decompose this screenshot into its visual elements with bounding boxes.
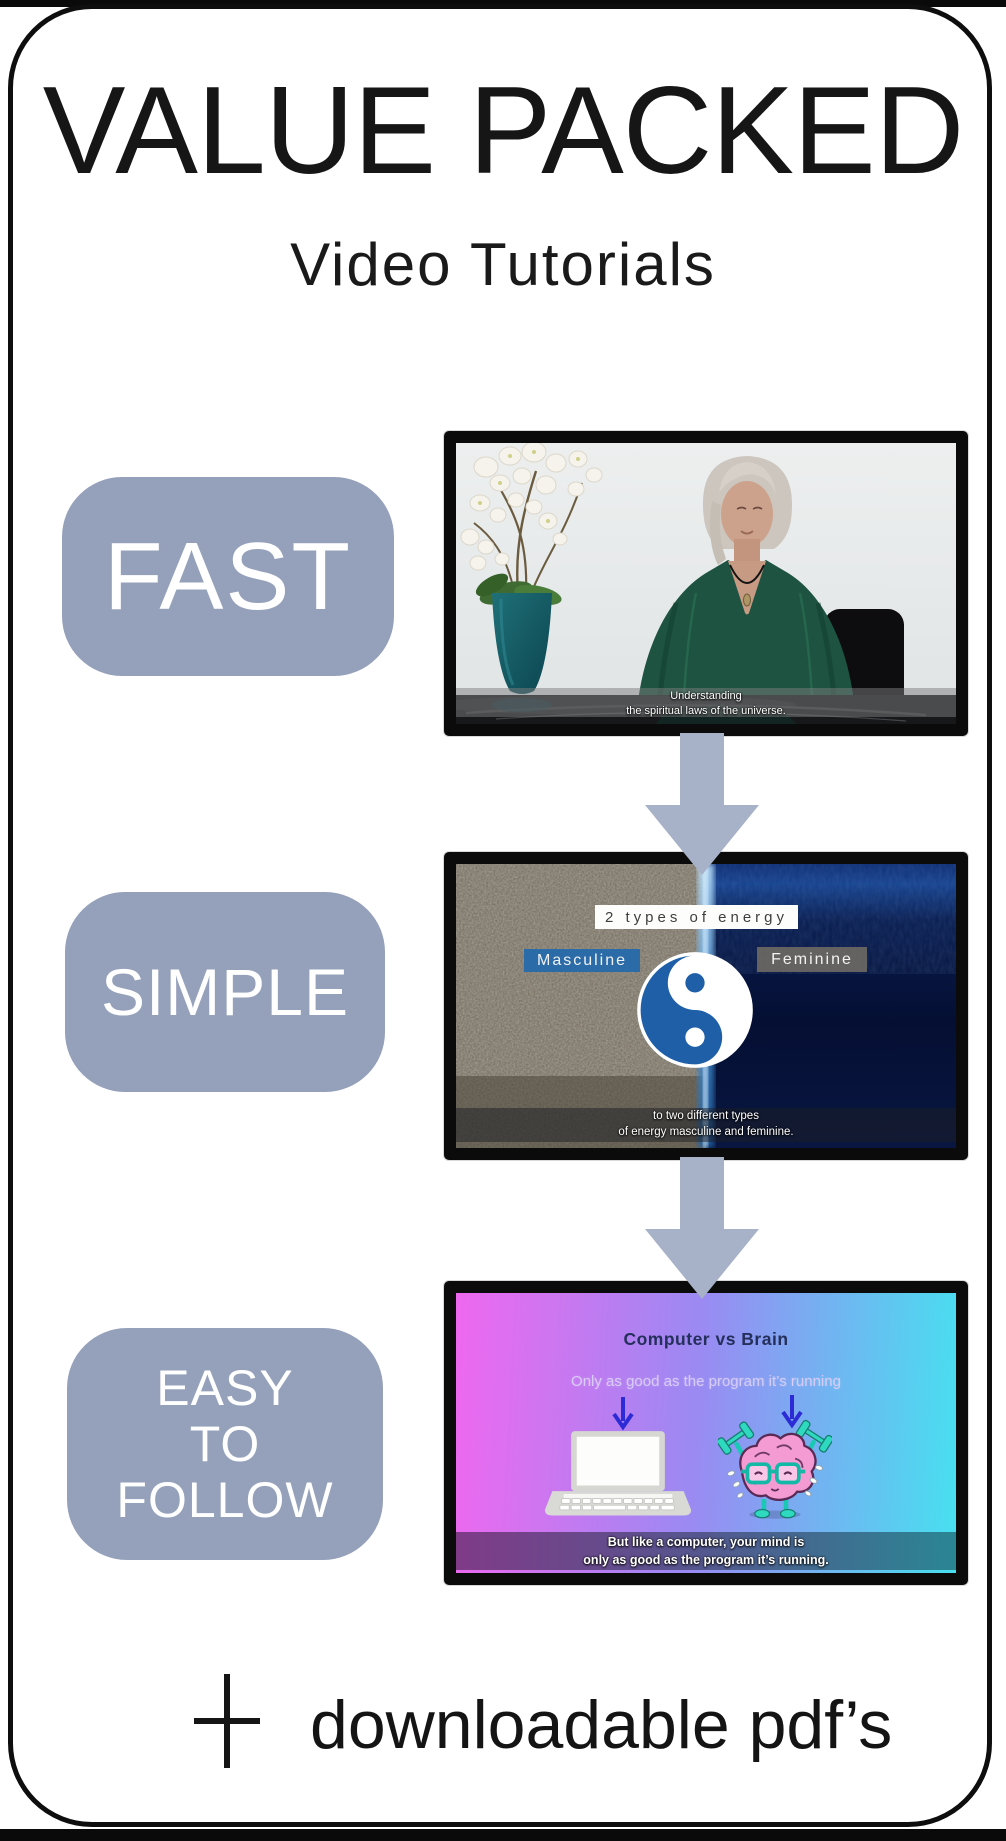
footer-text: downloadable pdf’s — [310, 1687, 893, 1763]
badge-easy-line1: EASY — [156, 1360, 294, 1416]
gradient-background — [456, 1293, 956, 1573]
down-arrow-icon — [612, 1397, 634, 1431]
slide-subtitle: Only as good as the program it’s running — [571, 1373, 841, 1390]
presenter-illustration — [456, 443, 956, 724]
video3-screen: Computer vs Brain Only as good as the pr… — [456, 1293, 956, 1573]
plus-icon — [194, 1718, 260, 1724]
caption-line-2: of energy masculine and feminine. — [618, 1126, 794, 1138]
orchid-plant-illustration — [460, 443, 603, 694]
badge-easy-line2: TO — [189, 1416, 261, 1472]
feminine-label: Feminine — [757, 947, 867, 972]
badge-easy-line3: FOLLOW — [116, 1472, 334, 1528]
yin-yang-icon — [637, 952, 753, 1068]
badge-simple: SIMPLE — [65, 892, 385, 1092]
energy-title-box: 2 types of energy — [595, 905, 798, 929]
down-arrow-icon — [645, 733, 759, 875]
video-thumbnail-spiritual-laws[interactable]: Understanding the spiritual laws of the … — [444, 431, 968, 736]
caption-line-2: the spiritual laws of the universe. — [626, 705, 786, 717]
feminine-label-text: Feminine — [771, 950, 853, 968]
video2-screen: 2 types of energy Masculine Feminine to … — [456, 864, 956, 1148]
caption-band: to two different types of energy masculi… — [456, 1108, 956, 1142]
caption-line-1: But like a computer, your mind is — [607, 1535, 805, 1549]
badge-simple-label: SIMPLE — [100, 955, 350, 1029]
bottom-edge-bar — [0, 1829, 1006, 1841]
caption-band: Understanding the spiritual laws of the … — [456, 688, 956, 717]
caption-line-1: Understanding — [670, 690, 742, 702]
laptop-illustration — [544, 1431, 692, 1516]
video1-screen: Understanding the spiritual laws of the … — [456, 443, 956, 724]
page-title: VALUE PACKED — [42, 62, 965, 200]
badge-fast: FAST — [62, 477, 394, 676]
energy-title: 2 types of energy — [604, 908, 789, 926]
slide-title: Computer vs Brain — [623, 1329, 789, 1349]
badge-fast-label: FAST — [103, 522, 353, 630]
top-edge-bar — [0, 0, 1006, 7]
caption-line-2: only as good as the program it’s running… — [583, 1553, 829, 1567]
masculine-label-text: Masculine — [536, 951, 628, 969]
down-arrow-icon — [781, 1395, 803, 1429]
badge-easy-to-follow: EASY TO FOLLOW — [67, 1328, 383, 1560]
down-arrow-icon — [645, 1157, 759, 1299]
card-border — [8, 4, 992, 1827]
masculine-label: Masculine — [524, 949, 640, 972]
caption-line-1: to two different types — [653, 1110, 759, 1122]
video-thumbnail-two-types-of-energy[interactable]: 2 types of energy Masculine Feminine to … — [444, 852, 968, 1160]
badge-easy-lines: EASY TO FOLLOW — [116, 1360, 333, 1528]
caption-band: But like a computer, your mind is only a… — [456, 1532, 956, 1570]
video-thumbnail-computer-vs-brain[interactable]: Computer vs Brain Only as good as the pr… — [444, 1281, 968, 1585]
brain-illustration — [718, 1419, 832, 1519]
page-subtitle: Video Tutorials — [290, 231, 716, 298]
